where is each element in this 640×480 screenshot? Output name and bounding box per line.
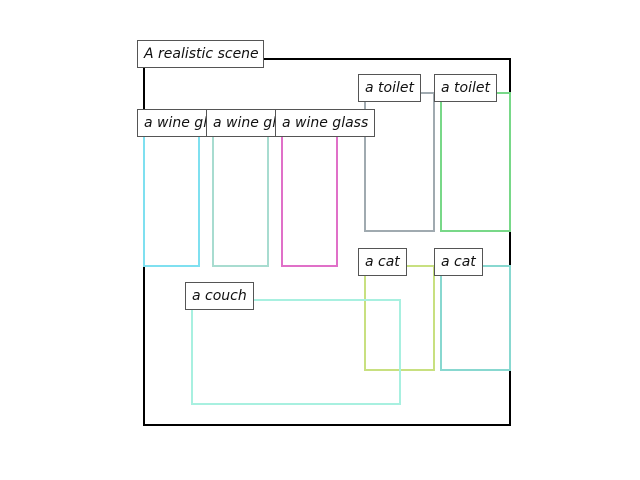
scene-label: A realistic scene [137, 40, 264, 68]
region-label-toilet-1: a toilet [358, 74, 421, 102]
region-label-toilet-2: a toilet [434, 74, 497, 102]
region-box-wine-glass-1 [143, 128, 200, 267]
region-box-wine-glass-3 [281, 128, 338, 267]
region-label-cat-2: a cat [434, 248, 483, 276]
region-label-wine-glass-3: a wine glass [275, 109, 375, 137]
region-box-couch [191, 299, 401, 405]
region-label-couch: a couch [185, 282, 254, 310]
region-label-cat-1: a cat [358, 248, 407, 276]
region-box-cat-2 [440, 265, 511, 371]
region-box-wine-glass-2 [212, 128, 269, 267]
region-box-toilet-2 [440, 92, 511, 232]
